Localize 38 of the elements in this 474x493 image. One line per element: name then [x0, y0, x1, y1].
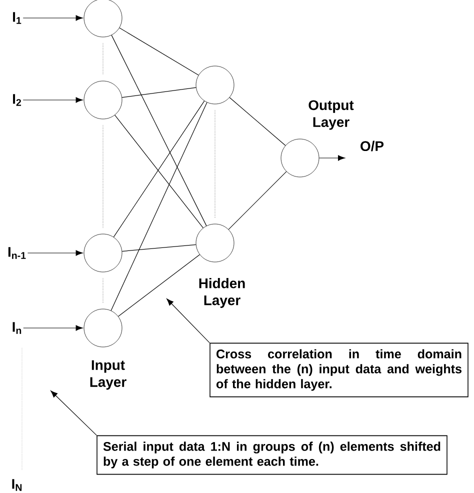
neuron-circle	[84, 234, 122, 272]
callout-box: Cross correlation in time domain between the (n) input data and weights of the hidden layer.	[210, 342, 468, 398]
dotted-line	[102, 124, 104, 228]
arrow	[22, 97, 83, 103]
connection-line	[122, 87, 196, 98]
connection-line	[118, 254, 200, 317]
dotted-line	[214, 110, 216, 218]
layer-label: Output Layer	[308, 100, 354, 130]
arrow	[27, 250, 83, 256]
callout-box: Serial input data 1:N in groups of (n) elements shifted by a step of one element each time.	[96, 435, 448, 475]
input-label: I$_{1}$	[13, 12, 22, 24]
neuron-circle	[196, 66, 234, 104]
output-arrow	[318, 155, 346, 161]
arrow	[22, 15, 83, 21]
connection-line	[110, 102, 208, 311]
input-label: I$_{2}$	[13, 94, 22, 106]
layer-label: Hidden Layer	[199, 278, 245, 308]
input-label: I$_{n}$	[12, 322, 22, 334]
connection-line	[229, 97, 286, 146]
input-label: I$_{N}$	[12, 479, 22, 491]
connection-line	[114, 114, 204, 228]
layer-label: Input Layer	[90, 360, 126, 390]
pointer-arrow	[50, 390, 97, 436]
neuron-circle	[84, 308, 122, 348]
pointer-arrow	[166, 298, 210, 344]
arrow	[23, 325, 83, 331]
connection-line	[119, 28, 199, 76]
dotted-line	[102, 42, 104, 76]
connection-line	[228, 171, 287, 230]
connection-line	[122, 244, 196, 252]
neuron-circle	[280, 138, 320, 178]
input-label: I$_{n-1}$	[8, 247, 26, 259]
neuron-circle	[196, 224, 234, 262]
dotted-line	[102, 278, 104, 304]
connection-line	[113, 100, 205, 238]
output-label: O/P	[360, 140, 384, 152]
neuron-circle	[84, 80, 122, 120]
connection-line	[111, 34, 207, 226]
